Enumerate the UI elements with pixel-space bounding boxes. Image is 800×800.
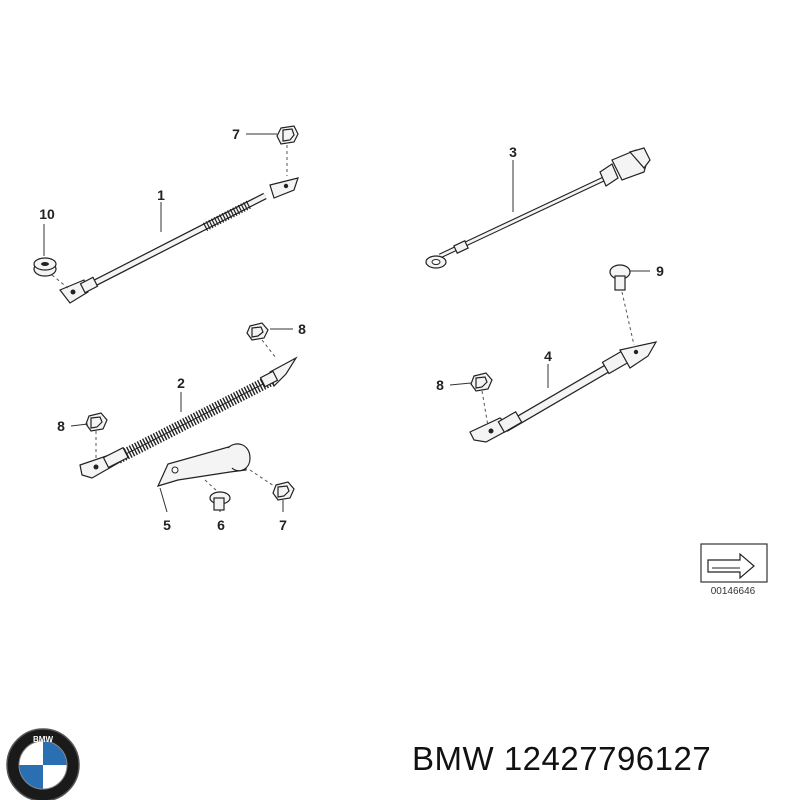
nut-8-right: [470, 372, 493, 392]
nut-8-upper: [246, 322, 269, 341]
part-4-cable: [469, 341, 658, 443]
part-1-cable: [59, 177, 299, 304]
brand-name: BMW: [412, 740, 495, 777]
nut-8-left: [85, 412, 108, 432]
callout-8-left: 8: [57, 418, 65, 434]
callout-9: 9: [656, 263, 664, 279]
part-3-cable: [425, 147, 651, 269]
callout-6: 6: [217, 517, 225, 533]
part-5-bracket: [156, 443, 251, 487]
part-2-cable: [79, 356, 298, 479]
callout-8-right: 8: [436, 377, 444, 393]
part-number: 12427796127: [503, 740, 712, 777]
doc-reference: 00146646: [700, 543, 768, 597]
nut-7-top: [276, 125, 299, 145]
callout-10: 10: [39, 206, 55, 222]
nut-7-bottom: [272, 481, 295, 501]
leader-lines: [43, 133, 650, 513]
callout-4: 4: [544, 348, 552, 364]
callout-5: 5: [163, 517, 171, 533]
callout-7-top: 7: [232, 126, 240, 142]
doc-number: 00146646: [711, 586, 756, 597]
callout-7-bottom: 7: [279, 517, 287, 533]
callout-3: 3: [509, 144, 517, 160]
callout-1: 1: [157, 187, 165, 203]
arrow-icon: [707, 552, 755, 580]
callout-2: 2: [177, 375, 185, 391]
bolt-9: [609, 264, 631, 291]
bolt-6: [209, 491, 231, 511]
callout-8-upper: 8: [298, 321, 306, 337]
bmw-logo-icon: BMW: [6, 728, 80, 800]
brand-part-number: BMW 12427796127: [412, 740, 711, 778]
logo-letters: BMW: [33, 735, 53, 744]
grommet-10: [33, 257, 57, 277]
parts-diagram: 1 2 3 4 5 6 7 7 8 8 8 9 10 00146646: [33, 125, 768, 597]
